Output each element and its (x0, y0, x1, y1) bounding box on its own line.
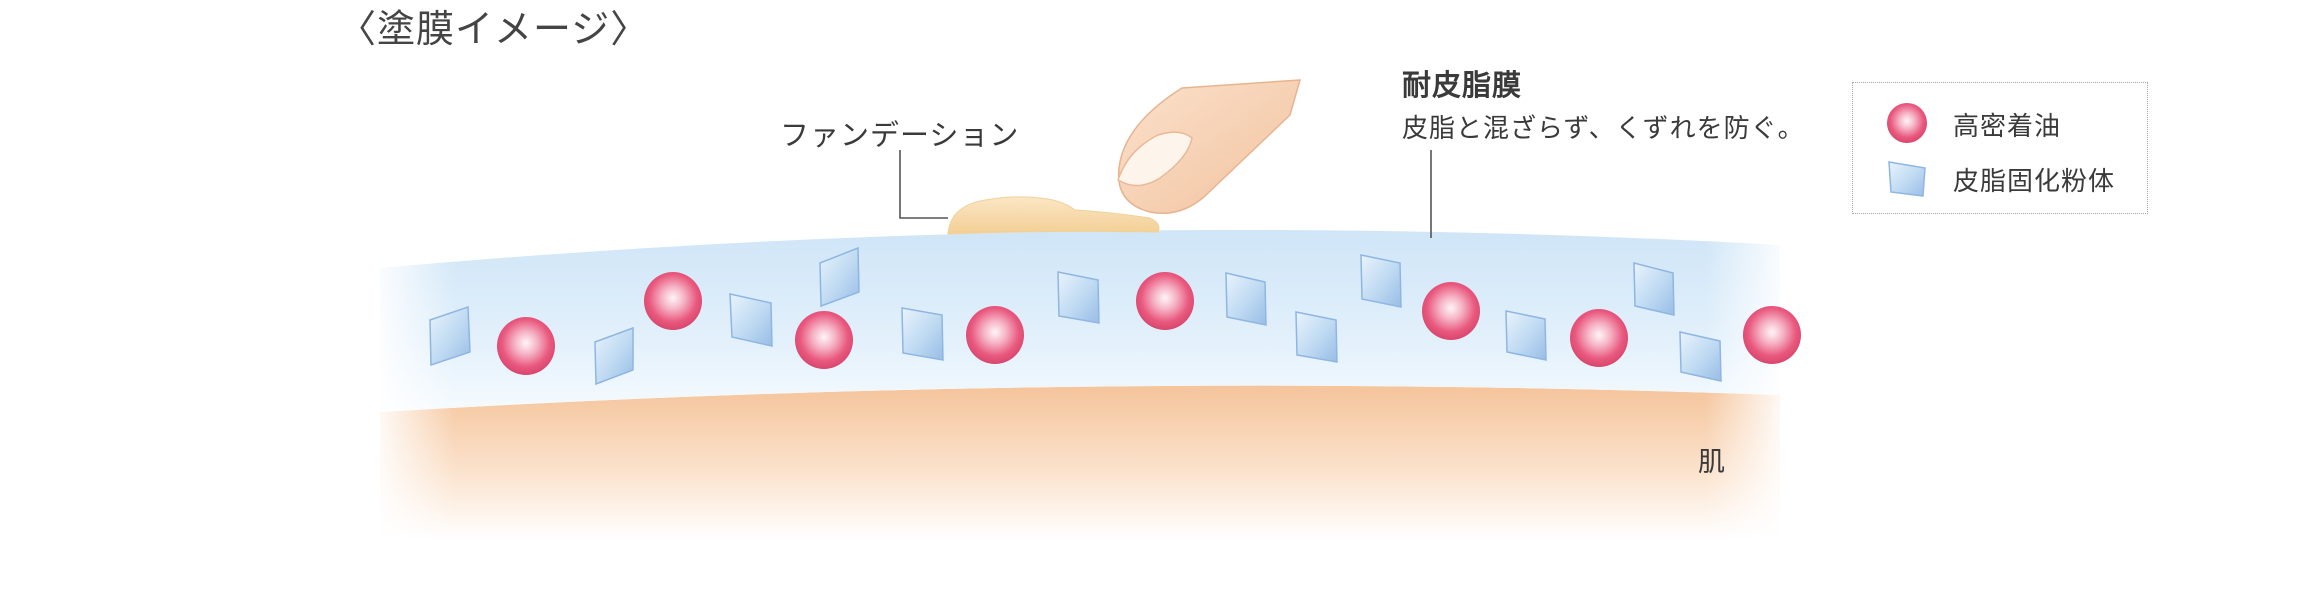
oil-sphere (795, 311, 853, 369)
pink-sphere-icon (1885, 101, 1929, 145)
legend-label: 高密着油 (1953, 106, 2061, 143)
barrier-film-title: 耐皮脂膜 (1402, 62, 1522, 104)
oil-sphere (644, 272, 702, 330)
skin-label: 肌 (1698, 440, 1726, 479)
powder-particle (1296, 312, 1337, 362)
blue-diamond-icon (1885, 156, 1929, 200)
oil-sphere (1743, 306, 1801, 364)
powder-particle (1361, 255, 1401, 307)
powder-particle (1226, 273, 1266, 325)
finger (1118, 80, 1300, 213)
oil-sphere (1136, 272, 1194, 330)
powder-particle (730, 294, 772, 346)
diagram-title: 〈塗膜イメージ〉 (338, 0, 649, 53)
powder-particle (902, 308, 943, 360)
powder-particle (1680, 332, 1721, 381)
legend-label: 皮脂固化粉体 (1953, 161, 2115, 198)
legend-item-oil: 高密着油 (1853, 96, 2147, 146)
oil-sphere (1422, 282, 1480, 340)
legend-item-powder: 皮脂固化粉体 (1853, 151, 2147, 201)
powder-particle (1506, 311, 1546, 360)
legend: 高密着油 皮脂固化粉体 (1852, 82, 2148, 214)
edge-fade (370, 200, 1790, 545)
foundation-label: ファンデーション (780, 112, 1019, 154)
oil-sphere (1570, 309, 1628, 367)
oil-sphere (497, 317, 555, 375)
barrier-film-description: 皮脂と混ざらず、くずれを防ぐ。 (1402, 108, 1805, 145)
oil-sphere (966, 306, 1024, 364)
powder-particle (1058, 272, 1099, 323)
